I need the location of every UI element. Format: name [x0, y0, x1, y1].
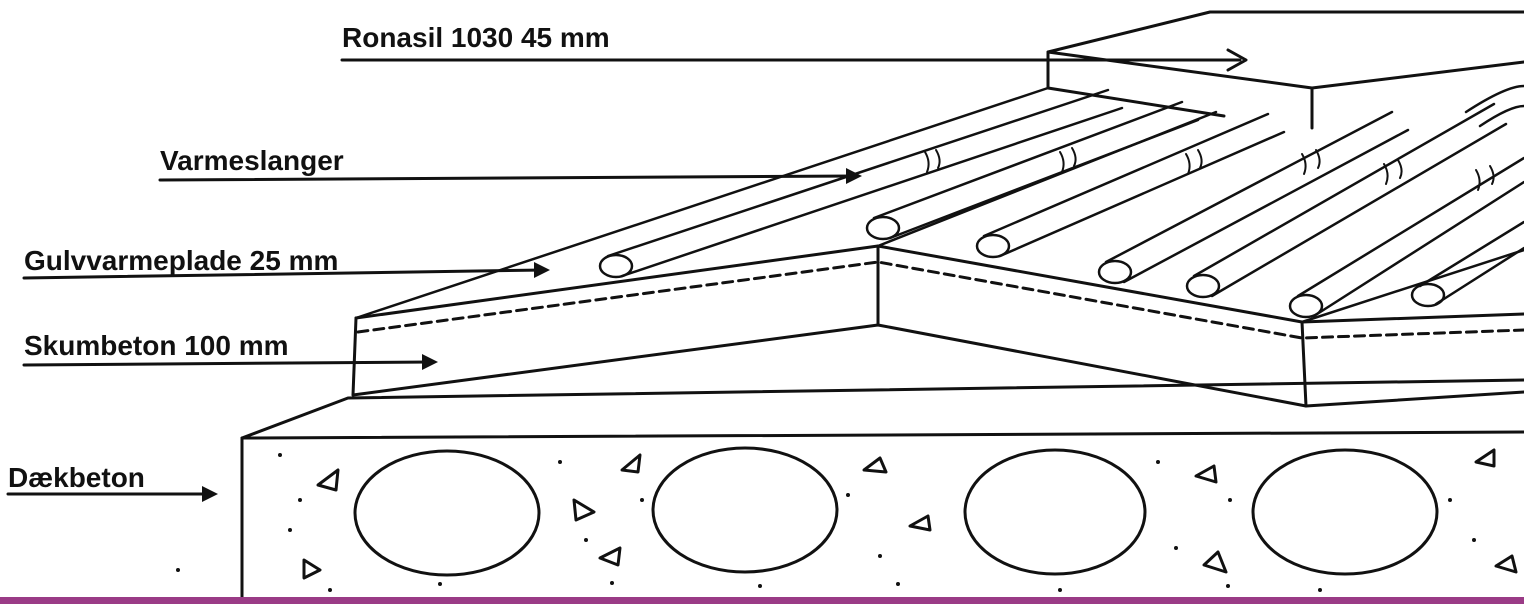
- aggregate-dots: [176, 453, 1476, 592]
- label-daekbeton-text: Dækbeton: [8, 462, 145, 493]
- daekbeton-slab: [176, 378, 1524, 600]
- label-gulvvarmeplade-text: Gulvvarmeplade 25 mm: [24, 245, 338, 276]
- label-daekbeton: Dækbeton: [6, 462, 218, 502]
- bottom-accent-bar: [0, 597, 1524, 604]
- gulvvarmeplade-layer: [354, 86, 1524, 340]
- label-varmeslanger-text: Varmeslanger: [160, 145, 344, 176]
- heating-pipe: [1185, 102, 1508, 299]
- aggregate-triangles: [302, 448, 1518, 580]
- skumbeton-layer: [351, 244, 1524, 408]
- heating-pipe: [1410, 220, 1524, 308]
- label-skumbeton: Skumbeton 100 mm: [22, 330, 438, 370]
- heating-pipe: [975, 112, 1286, 259]
- heating-pipe: [1097, 110, 1410, 285]
- label-ronasil-text: Ronasil 1030 45 mm: [342, 22, 610, 53]
- label-gulvvarmeplade: Gulvvarmeplade 25 mm: [22, 245, 550, 280]
- label-skumbeton-text: Skumbeton 100 mm: [24, 330, 289, 361]
- heating-pipe: [865, 100, 1200, 241]
- heating-pipe: [1288, 156, 1524, 319]
- pipe-bend: [1464, 84, 1524, 128]
- label-varmeslanger: Varmeslanger: [158, 145, 862, 184]
- ronasil-slab: [1046, 10, 1524, 130]
- heating-pipe: [598, 88, 1124, 279]
- label-ronasil: Ronasil 1030 45 mm: [340, 22, 1248, 72]
- varmeslanger-pipes: [598, 84, 1524, 319]
- hollow-core-holes: [353, 446, 1439, 577]
